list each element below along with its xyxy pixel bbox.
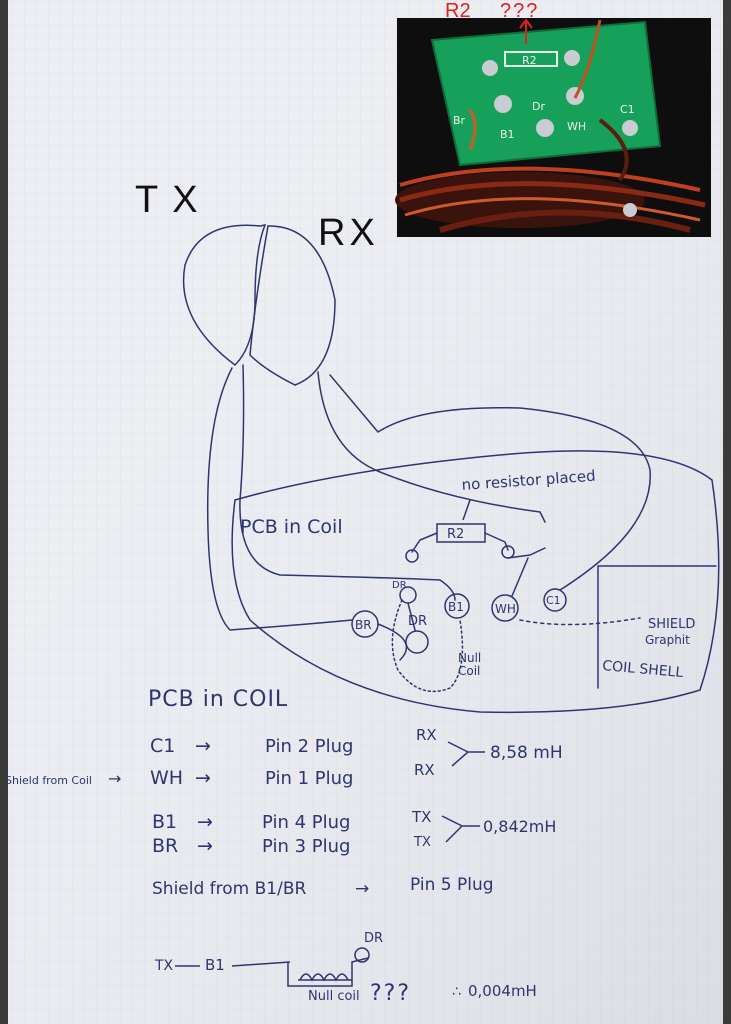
pcb-label-b1: B1 — [500, 128, 515, 141]
photo-label-r2: R2 — [445, 0, 471, 22]
pcb-label-c1: C1 — [620, 103, 635, 116]
arrow-icon: → — [197, 835, 213, 857]
bottom-value: 0,004mH — [468, 982, 537, 1000]
bottom-dr: DR — [364, 931, 383, 946]
wire-rx-to-c1 — [329, 374, 651, 591]
bottom-b1: B1 — [205, 956, 225, 974]
rx-b: RX — [414, 761, 435, 779]
shield-label: SHIELD — [648, 617, 695, 632]
arrow-icon: → — [355, 879, 369, 899]
row3-from: B1 — [152, 811, 177, 833]
tx-value: 0,842mH — [483, 817, 556, 836]
r2-label: R2 — [447, 527, 464, 542]
tx-label: TX — [135, 179, 212, 221]
rx-coil — [249, 225, 336, 386]
wire-tx-to-b1 — [239, 364, 456, 601]
rx-join-icon — [447, 741, 485, 767]
bottom-dr-node — [354, 947, 370, 963]
red-arrow-icon — [519, 18, 533, 44]
notes-heading: PCB in COIL — [148, 687, 288, 712]
row2-prefix: Shield from Coil — [5, 774, 92, 787]
wire-rx-to-r2 — [317, 371, 546, 523]
bottom-question: ??? — [370, 981, 411, 1006]
pcb-board — [432, 22, 660, 165]
wh-label: WH — [495, 602, 516, 616]
row1-to: Pin 2 Plug — [265, 736, 353, 757]
coil-sketch — [182, 223, 720, 714]
pcb-label-dr: Dr — [532, 100, 545, 113]
rx-a: RX — [416, 726, 437, 744]
row3-to: Pin 4 Plug — [262, 812, 350, 833]
graphit-label: Graphit — [645, 633, 690, 647]
arrow-icon: → — [195, 735, 211, 757]
rx-value: 8,58 mH — [490, 743, 563, 763]
inductor-icon — [298, 973, 352, 982]
row2-from: WH — [150, 767, 183, 789]
pcb-label-r2: R2 — [522, 54, 537, 67]
arrow-icon: → — [197, 811, 213, 833]
dr-node — [405, 630, 429, 654]
shield-line-text: Shield from B1/BR — [152, 879, 306, 899]
shield-to: Pin 5 Plug — [410, 875, 494, 895]
row1-from: C1 — [150, 735, 175, 757]
pcb-photo: R2 Br Dr B1 WH C1 — [395, 18, 711, 237]
pad-left — [405, 549, 419, 563]
dr-small-label: DR — [392, 580, 407, 591]
r2-footprint — [504, 51, 558, 67]
rx-label: RX — [318, 212, 379, 254]
tx-coil — [182, 223, 267, 366]
null-coil-loop — [391, 599, 464, 693]
tx-b: TX — [413, 835, 431, 850]
c1-node — [543, 588, 567, 612]
approx-icon: ∴ — [452, 984, 461, 1000]
row4-to: Pin 3 Plug — [262, 836, 350, 857]
pcb-label-wh: WH — [567, 120, 586, 133]
pcb-in-coil-label: PCB in Coil — [240, 516, 343, 538]
coil-outline — [231, 450, 720, 714]
arrow-icon: → — [195, 767, 211, 789]
coil-shell-label: COIL SHELL — [602, 658, 684, 681]
arrow-icon: → — [108, 769, 121, 788]
b1-node — [444, 593, 470, 619]
tx-join-icon — [441, 815, 480, 843]
wh-node — [491, 594, 519, 622]
coil-shell-box — [597, 565, 717, 689]
b1-label: B1 — [448, 600, 464, 614]
shield-line — [519, 617, 641, 626]
row4-from: BR — [152, 835, 178, 857]
c1-label: C1 — [546, 594, 561, 607]
br-label: BR — [355, 618, 372, 632]
bottom-null: Null coil — [308, 989, 360, 1004]
pcb-label-br: Br — [453, 114, 466, 127]
photo-label-question: ??? — [500, 0, 539, 22]
tx-a: TX — [411, 808, 431, 826]
dr-label: DR — [408, 614, 427, 629]
bottom-tx: TX — [154, 958, 174, 974]
row2-to: Pin 1 Plug — [265, 768, 353, 789]
wire-tx-to-br — [206, 367, 353, 631]
